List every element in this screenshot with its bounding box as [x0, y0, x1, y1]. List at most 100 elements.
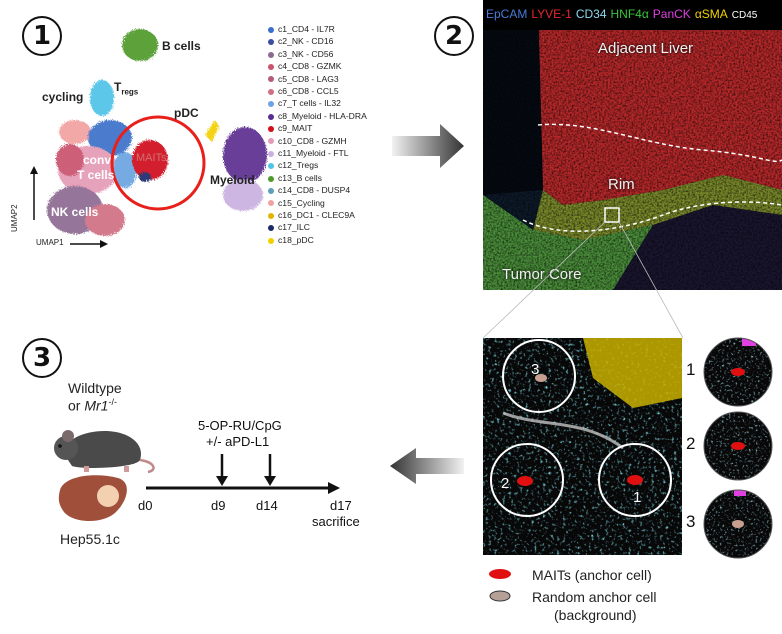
legend-dot-icon [268, 76, 274, 83]
legend-dot-icon [268, 187, 274, 194]
umap-legend-item: c8_Myeloid - HLA-DRA [268, 111, 367, 121]
neighborhood-circle-2 [490, 443, 564, 517]
umap-cluster-nk2 [85, 204, 125, 236]
treatment-label-1: 5-OP-RU/CpG [198, 418, 282, 433]
neighborhood-circle-1 [598, 443, 672, 517]
timepoint-d9: d9 [211, 498, 226, 513]
umap-legend-item: c15_Cycling [268, 198, 325, 208]
legend-dot-icon [268, 88, 274, 95]
timepoint-d14: d14 [256, 498, 278, 513]
umap-cluster-myeloid-ftl [223, 179, 263, 211]
mouse-line-2: or Mr1-/- [68, 397, 117, 414]
umap-legend-item: c18_pDC [268, 235, 314, 245]
umap-cluster-b-cells [122, 29, 158, 61]
marker-label: LYVE-1 [531, 7, 572, 21]
umap-legend-item: c12_Tregs [268, 160, 318, 170]
umap-legend-label: c6_CD8 - CCL5 [278, 86, 339, 96]
umap-label-nk: NK cells [51, 205, 99, 219]
umap-label-conv: conv [83, 153, 112, 167]
legend-dot-icon [268, 163, 274, 170]
umap-legend-label: c12_Tregs [278, 160, 319, 171]
legend-dot-icon [268, 63, 274, 70]
arrow-step1-to-step2 [392, 124, 464, 168]
marker-label: CD45 [731, 10, 758, 21]
tissue-image [483, 0, 782, 290]
legend-dot-icon [268, 39, 274, 46]
umap-cluster-cd4 [88, 120, 132, 156]
umap-label-mait: MAITs [136, 152, 167, 164]
umap-label-myeloid: Myeloid [210, 173, 255, 187]
umap-cluster-pdc [205, 120, 219, 142]
umap-legend-label: c1_CD4 - IL7R [278, 24, 335, 34]
umap-legend-label: c9_MAIT [278, 123, 313, 134]
umap-legend-item: c3_NK - CD56 [268, 49, 333, 59]
umap-legend-item: c2_NK - CD16 [268, 36, 333, 46]
umap-axis-x-label: UMAP1 [36, 238, 64, 247]
umap-cluster-mait [132, 140, 168, 180]
umap-legend-label: c11_Myeloid - FTL [278, 148, 349, 158]
umap-label-b-cells: B cells [162, 39, 201, 53]
region-label-rim: Rim [608, 176, 635, 193]
legend-dot-icon [268, 175, 274, 182]
tumor-nodule [97, 485, 119, 507]
legend-dot-icon [268, 125, 274, 132]
timeline [146, 454, 340, 494]
umap-cluster-il32 [113, 152, 137, 188]
step-1-badge: 1 [22, 16, 62, 56]
anchor-legend-icons [489, 569, 511, 602]
tumor-model-label: Hep55.1c [60, 531, 120, 547]
umap-legend-label: c17_ILC [278, 222, 311, 233]
umap-legend-item: c16_DC1 - CLEC9A [268, 210, 355, 220]
marker-label: EpCAM [486, 7, 528, 21]
umap-legend-label: c14_CD8 - DUSP4 [278, 185, 351, 196]
legend-dot-icon [268, 138, 274, 145]
legend-dot-icon [268, 237, 274, 244]
region-label-adjacent-liver: Adjacent Liver [598, 40, 694, 57]
umap-label-pdc: pDC [174, 106, 199, 120]
umap-legend-label: c2_NK - CD16 [278, 36, 334, 47]
marker-label: PanCK [652, 7, 691, 21]
legend-dot-icon [268, 212, 274, 219]
umap-legend-item: c10_CD8 - GZMH [268, 136, 347, 146]
umap-legend-item: c11_Myeloid - FTL [268, 148, 349, 158]
umap-legend-item: c9_MAIT [268, 123, 312, 133]
umap-label-cycling: cycling [42, 90, 84, 104]
mouse-head [54, 436, 78, 460]
tissue-zoom-box [604, 207, 620, 223]
legend-mait-anchor: MAITs (anchor cell) [532, 567, 652, 583]
umap-cluster-myeloid [223, 127, 267, 183]
arrow-to-step3 [390, 448, 464, 484]
region-label-tumor-core: Tumor Core [502, 266, 582, 283]
umap-legend-item: c1_CD4 - IL7R [268, 24, 335, 34]
umap-legend-label: c15_Cycling [278, 197, 325, 208]
neighborhood-circle-3 [502, 339, 576, 413]
marker-label: HNF4α [610, 7, 649, 21]
step-2-badge: 2 [434, 16, 474, 56]
umap-cluster-cycling [59, 120, 91, 144]
umap-legend-label: c16_DC1 - CLEC9A [278, 210, 355, 220]
umap-cluster-cd8 [56, 144, 84, 176]
timepoint-d0: d0 [138, 498, 153, 513]
mouse-line-1: Wildtype [68, 380, 122, 396]
crop-label-1: 1 [686, 360, 696, 379]
legend-dot-icon [268, 150, 274, 157]
mouse-ear [62, 430, 74, 442]
umap-legend-label: c7_T cells - IL32 [278, 98, 341, 109]
neighborhood-circle-label-2: 2 [501, 475, 509, 492]
legend-dot-icon [268, 51, 274, 58]
mouse-icon [54, 430, 155, 474]
umap-legend-item: c7_T cells - IL32 [268, 98, 341, 108]
crop-circles [703, 337, 773, 559]
umap-legend-label: c18_pDC [278, 234, 314, 245]
liver-tumor-icon [58, 475, 127, 521]
umap-legend-label: c5_CD8 - LAG3 [278, 73, 339, 84]
neighborhood-image: 3 2 1 [483, 338, 682, 555]
neighborhood-circle-label-1: 1 [633, 489, 641, 506]
mait-highlight-circle [110, 115, 206, 211]
treatment-label-2: +/- aPD-L1 [206, 434, 270, 449]
legend-dot-icon [268, 225, 274, 232]
timepoint-d17: d17 [330, 498, 352, 513]
umap-cluster-ilc [139, 172, 151, 182]
umap-legend-label: c3_NK - CD56 [278, 48, 334, 59]
crop-label-2: 2 [686, 434, 696, 453]
